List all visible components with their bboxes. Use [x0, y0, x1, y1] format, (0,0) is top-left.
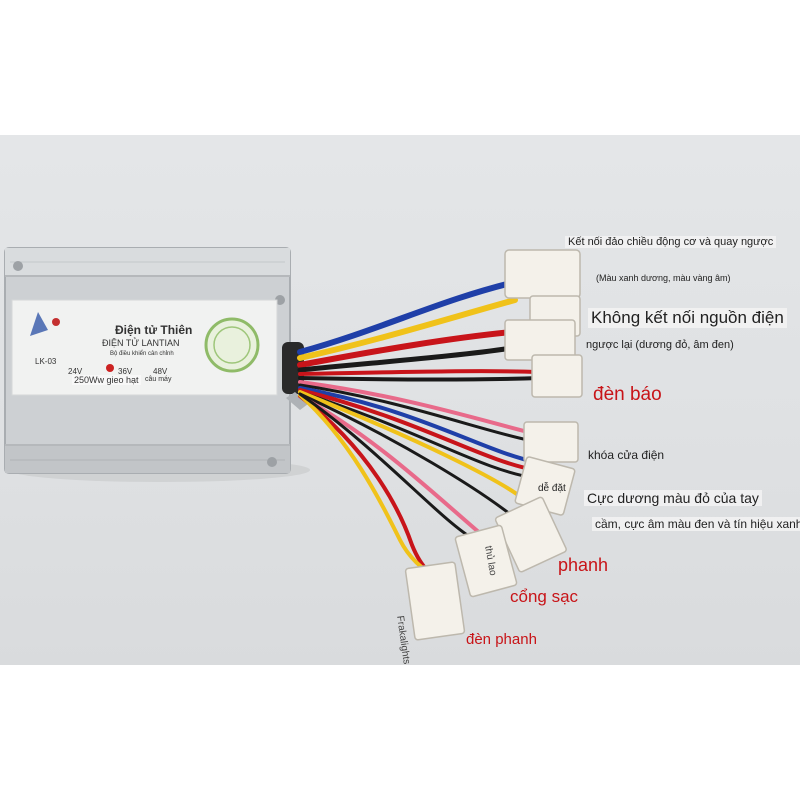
sticker-note: Bộ điều khiển cân chỉnh	[110, 351, 174, 357]
label-no-power: Không kết nối nguồn điện	[588, 308, 787, 328]
label-throttle-1: Cực dương màu đỏ của tay	[584, 490, 762, 506]
power-rating: 250Ww gieo hạt	[72, 375, 141, 385]
brand-subtitle: ĐIỆN TỬ LANTIAN	[102, 338, 180, 348]
voltage-36: 36V	[118, 367, 133, 376]
model-number: LK-03	[35, 357, 57, 366]
label-motor-colors: (Màu xanh dương, màu vàng âm)	[596, 273, 731, 283]
controller-housing	[4, 247, 291, 474]
label-motor-reverse: Kết nối đảo chiều động cơ và quay ngược	[565, 236, 777, 248]
label-brake-light: đèn phanh	[466, 631, 537, 648]
label-charge: cổng sạc	[510, 587, 579, 606]
voltage-24: 24V	[68, 367, 83, 376]
label-easy: dễ đặt	[538, 483, 566, 494]
connectors	[404, 249, 583, 641]
power-suffix: câu máy	[145, 376, 172, 383]
controller-illustration	[4, 247, 583, 641]
label-throttle-2: cầm, cực âm màu đen và tín hiệu xanh	[592, 517, 800, 531]
controller-photo: Điện tử Thiên ĐIỆN TỬ LANTIAN Bộ điều kh…	[0, 135, 800, 665]
label-brake: phanh	[558, 555, 609, 575]
label-reverse-colors: ngược lại (dương đỏ, âm đen)	[586, 339, 734, 351]
voltage-48: 48V	[153, 367, 168, 376]
brand-name: Điện tử Thiên	[115, 323, 193, 337]
label-lock: khóa cửa điện	[588, 448, 665, 462]
label-indicator: đèn báo	[593, 384, 662, 405]
wiring-harness	[297, 279, 542, 577]
